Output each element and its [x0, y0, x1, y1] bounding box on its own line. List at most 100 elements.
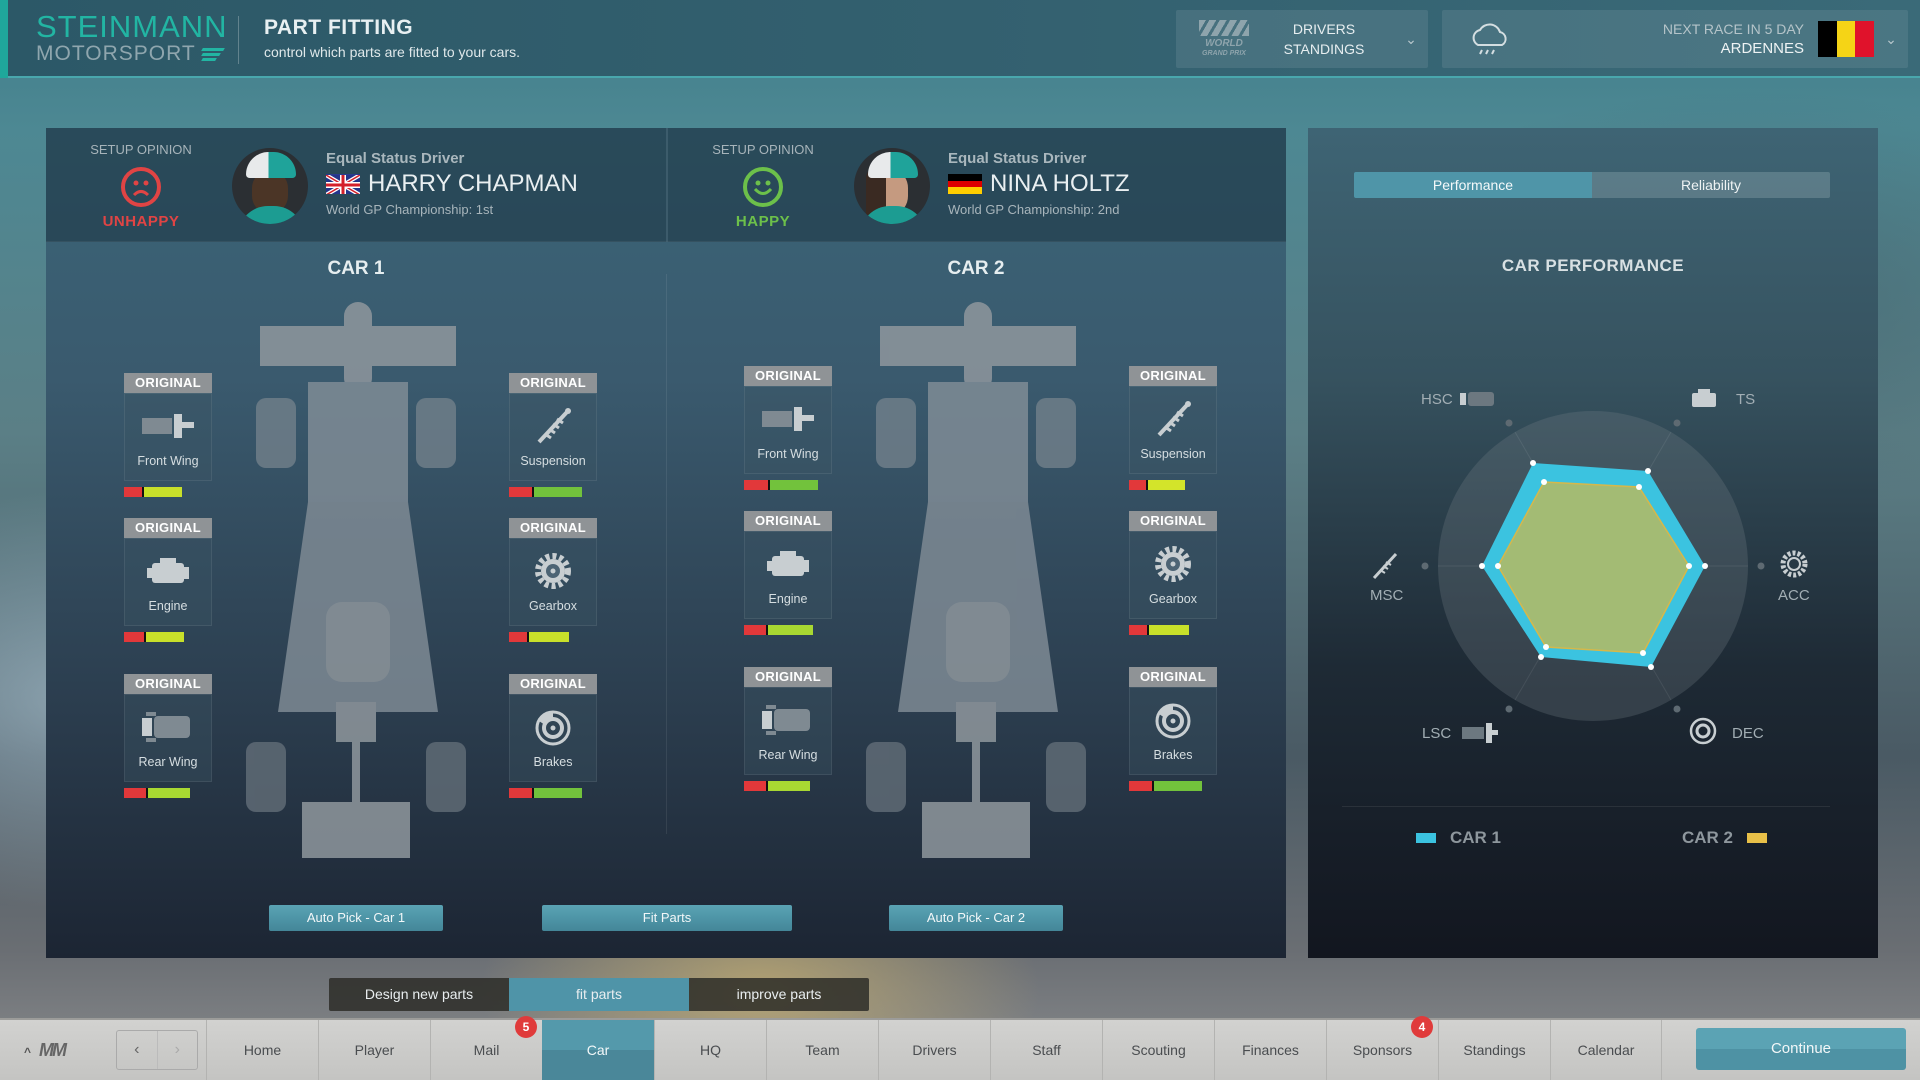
part-slot-rear-wing[interactable]: ORIGINAL Rear Wing — [124, 674, 212, 798]
nav-standings[interactable]: Standings — [1438, 1020, 1550, 1080]
part-slot-front-wing[interactable]: ORIGINAL Front Wing — [744, 366, 832, 490]
continue-button[interactable]: Continue — [1696, 1028, 1906, 1070]
tab-fit-parts[interactable]: fit parts — [509, 978, 689, 1011]
part-condition-bar — [124, 632, 212, 642]
wgp-text: WORLD — [1205, 38, 1243, 49]
suspension-icon — [510, 406, 596, 446]
nav-scouting[interactable]: Scouting — [1102, 1020, 1214, 1080]
legend-label: CAR 2 — [1682, 828, 1734, 847]
nav-finances[interactable]: Finances — [1214, 1020, 1326, 1080]
part-tag: ORIGINAL — [509, 674, 597, 694]
nav-calendar[interactable]: Calendar — [1550, 1020, 1662, 1080]
part-slot-suspension[interactable]: ORIGINAL Suspension — [509, 373, 597, 497]
setup-opinion: SETUP OPINION HAPPY — [708, 142, 818, 230]
part-label: Suspension — [520, 454, 586, 468]
standings-label: DRIVERS STANDINGS — [1254, 19, 1394, 59]
front-wing-icon — [745, 399, 831, 439]
gear-icon — [1780, 550, 1808, 578]
part-slot-front-wing[interactable]: ORIGINAL Front Wing — [124, 373, 212, 497]
mood-label: UNHAPPY — [102, 213, 180, 230]
nav-home[interactable]: Home — [206, 1020, 318, 1080]
part-condition-bar — [744, 480, 832, 490]
gear-icon — [510, 551, 596, 591]
part-label: Gearbox — [529, 599, 577, 613]
fit-parts-button[interactable]: Fit Parts — [542, 905, 792, 931]
rear-wing-icon — [125, 707, 211, 747]
legend-label: CAR 1 — [1450, 828, 1502, 847]
engine-icon — [125, 551, 211, 591]
divider — [238, 16, 239, 64]
part-slot-suspension[interactable]: ORIGINAL Suspension — [1129, 366, 1217, 490]
tab-performance[interactable]: Performance — [1354, 172, 1592, 198]
legend-swatch — [1747, 833, 1768, 843]
part-tag: ORIGINAL — [509, 518, 597, 538]
drivers-standings-dropdown[interactable]: WORLD GRAND PRIX DRIVERS STANDINGS ⌄ — [1176, 10, 1428, 68]
part-slot-engine[interactable]: ORIGINAL Engine — [744, 511, 832, 635]
accent-strip — [0, 0, 8, 78]
gear-icon — [1130, 544, 1216, 584]
part-condition-bar — [509, 487, 597, 497]
axis-label-dec: DEC — [1732, 725, 1764, 742]
chevron-down-icon[interactable]: ⌄ — [1885, 30, 1897, 47]
nav-staff[interactable]: Staff — [990, 1020, 1102, 1080]
auto-pick-car-1-button[interactable]: Auto Pick - Car 1 — [269, 905, 443, 931]
driver-card-1[interactable]: SETUP OPINION UNHAPPY Equal Status Drive… — [46, 128, 666, 242]
part-slot-gearbox[interactable]: ORIGINAL Gearbox — [509, 518, 597, 642]
car-2-title: CAR 2 — [947, 258, 1005, 279]
chevron-up-icon: ^ — [24, 1045, 32, 1059]
standings-line1: DRIVERS — [1292, 21, 1356, 37]
nav-team[interactable]: Team — [766, 1020, 878, 1080]
forward-arrow-icon[interactable]: › — [156, 1031, 198, 1069]
game-menu-button[interactable]: ^ MM — [24, 1040, 67, 1061]
legend-car-1: CAR 1 — [1416, 828, 1501, 848]
part-label: Front Wing — [137, 454, 199, 468]
auto-pick-car-2-button[interactable]: Auto Pick - Car 2 — [889, 905, 1063, 931]
mm-logo: MM — [39, 1040, 67, 1060]
chevron-down-icon[interactable]: ⌄ — [1405, 30, 1417, 47]
part-label: Front Wing — [757, 447, 819, 461]
part-slot-gearbox[interactable]: ORIGINAL Gearbox — [1129, 511, 1217, 635]
uk-flag-icon — [326, 174, 360, 194]
part-condition-bar — [1129, 781, 1217, 791]
part-tag: ORIGINAL — [1129, 366, 1217, 386]
nav-player[interactable]: Player — [318, 1020, 430, 1080]
part-tag: ORIGINAL — [509, 373, 597, 393]
nav-drivers[interactable]: Drivers — [878, 1020, 990, 1080]
axis-label-lsc: LSC — [1422, 725, 1452, 742]
part-slot-brakes[interactable]: ORIGINAL Brakes — [1129, 667, 1217, 791]
part-slot-engine[interactable]: ORIGINAL Engine — [124, 518, 212, 642]
part-condition-bar — [744, 781, 832, 791]
part-tag: ORIGINAL — [1129, 511, 1217, 531]
driver-card-2[interactable]: SETUP OPINION HAPPY Equal Status Driver … — [666, 128, 1286, 242]
back-arrow-icon[interactable]: ‹ — [134, 1041, 140, 1058]
tab-design-new-parts[interactable]: Design new parts — [329, 978, 509, 1011]
part-fitting-panel: SETUP OPINION UNHAPPY Equal Status Drive… — [46, 128, 1286, 958]
team-logo: STEINMANN MOTORSPORT — [36, 9, 228, 66]
part-tag: ORIGINAL — [124, 373, 212, 393]
page-header: PART FITTING control which parts are fit… — [264, 16, 520, 60]
nav-car[interactable]: Car — [542, 1020, 654, 1080]
tab-reliability[interactable]: Reliability — [1592, 172, 1830, 198]
logo-line2: MOTORSPORT — [36, 42, 196, 65]
next-race-info: NEXT RACE IN 5 DAY ARDENNES — [1512, 19, 1818, 59]
tab-improve-parts[interactable]: improve parts — [689, 978, 869, 1011]
logo-line1: STEINMANN — [36, 9, 228, 44]
setup-opinion-label: SETUP OPINION — [712, 142, 814, 157]
page-title: PART FITTING — [264, 16, 414, 39]
part-condition-bar — [124, 788, 212, 798]
divider — [1342, 806, 1830, 807]
next-race-dropdown[interactable]: NEXT RACE IN 5 DAY ARDENNES ⌄ — [1442, 10, 1908, 68]
part-slot-rear-wing[interactable]: ORIGINAL Rear Wing — [744, 667, 832, 791]
brake-disc-icon — [1130, 700, 1216, 740]
suspension-icon — [1130, 399, 1216, 439]
nav-mail-label: Mail — [473, 1042, 500, 1058]
part-condition-bar — [124, 487, 212, 497]
part-tag: ORIGINAL — [744, 366, 832, 386]
part-slot-brakes[interactable]: ORIGINAL Brakes — [509, 674, 597, 798]
axis-label-hsc: HSC — [1421, 391, 1453, 408]
driver-bar: SETUP OPINION UNHAPPY Equal Status Drive… — [46, 128, 1286, 242]
brake-disc-icon — [510, 707, 596, 747]
nav-hq[interactable]: HQ — [654, 1020, 766, 1080]
